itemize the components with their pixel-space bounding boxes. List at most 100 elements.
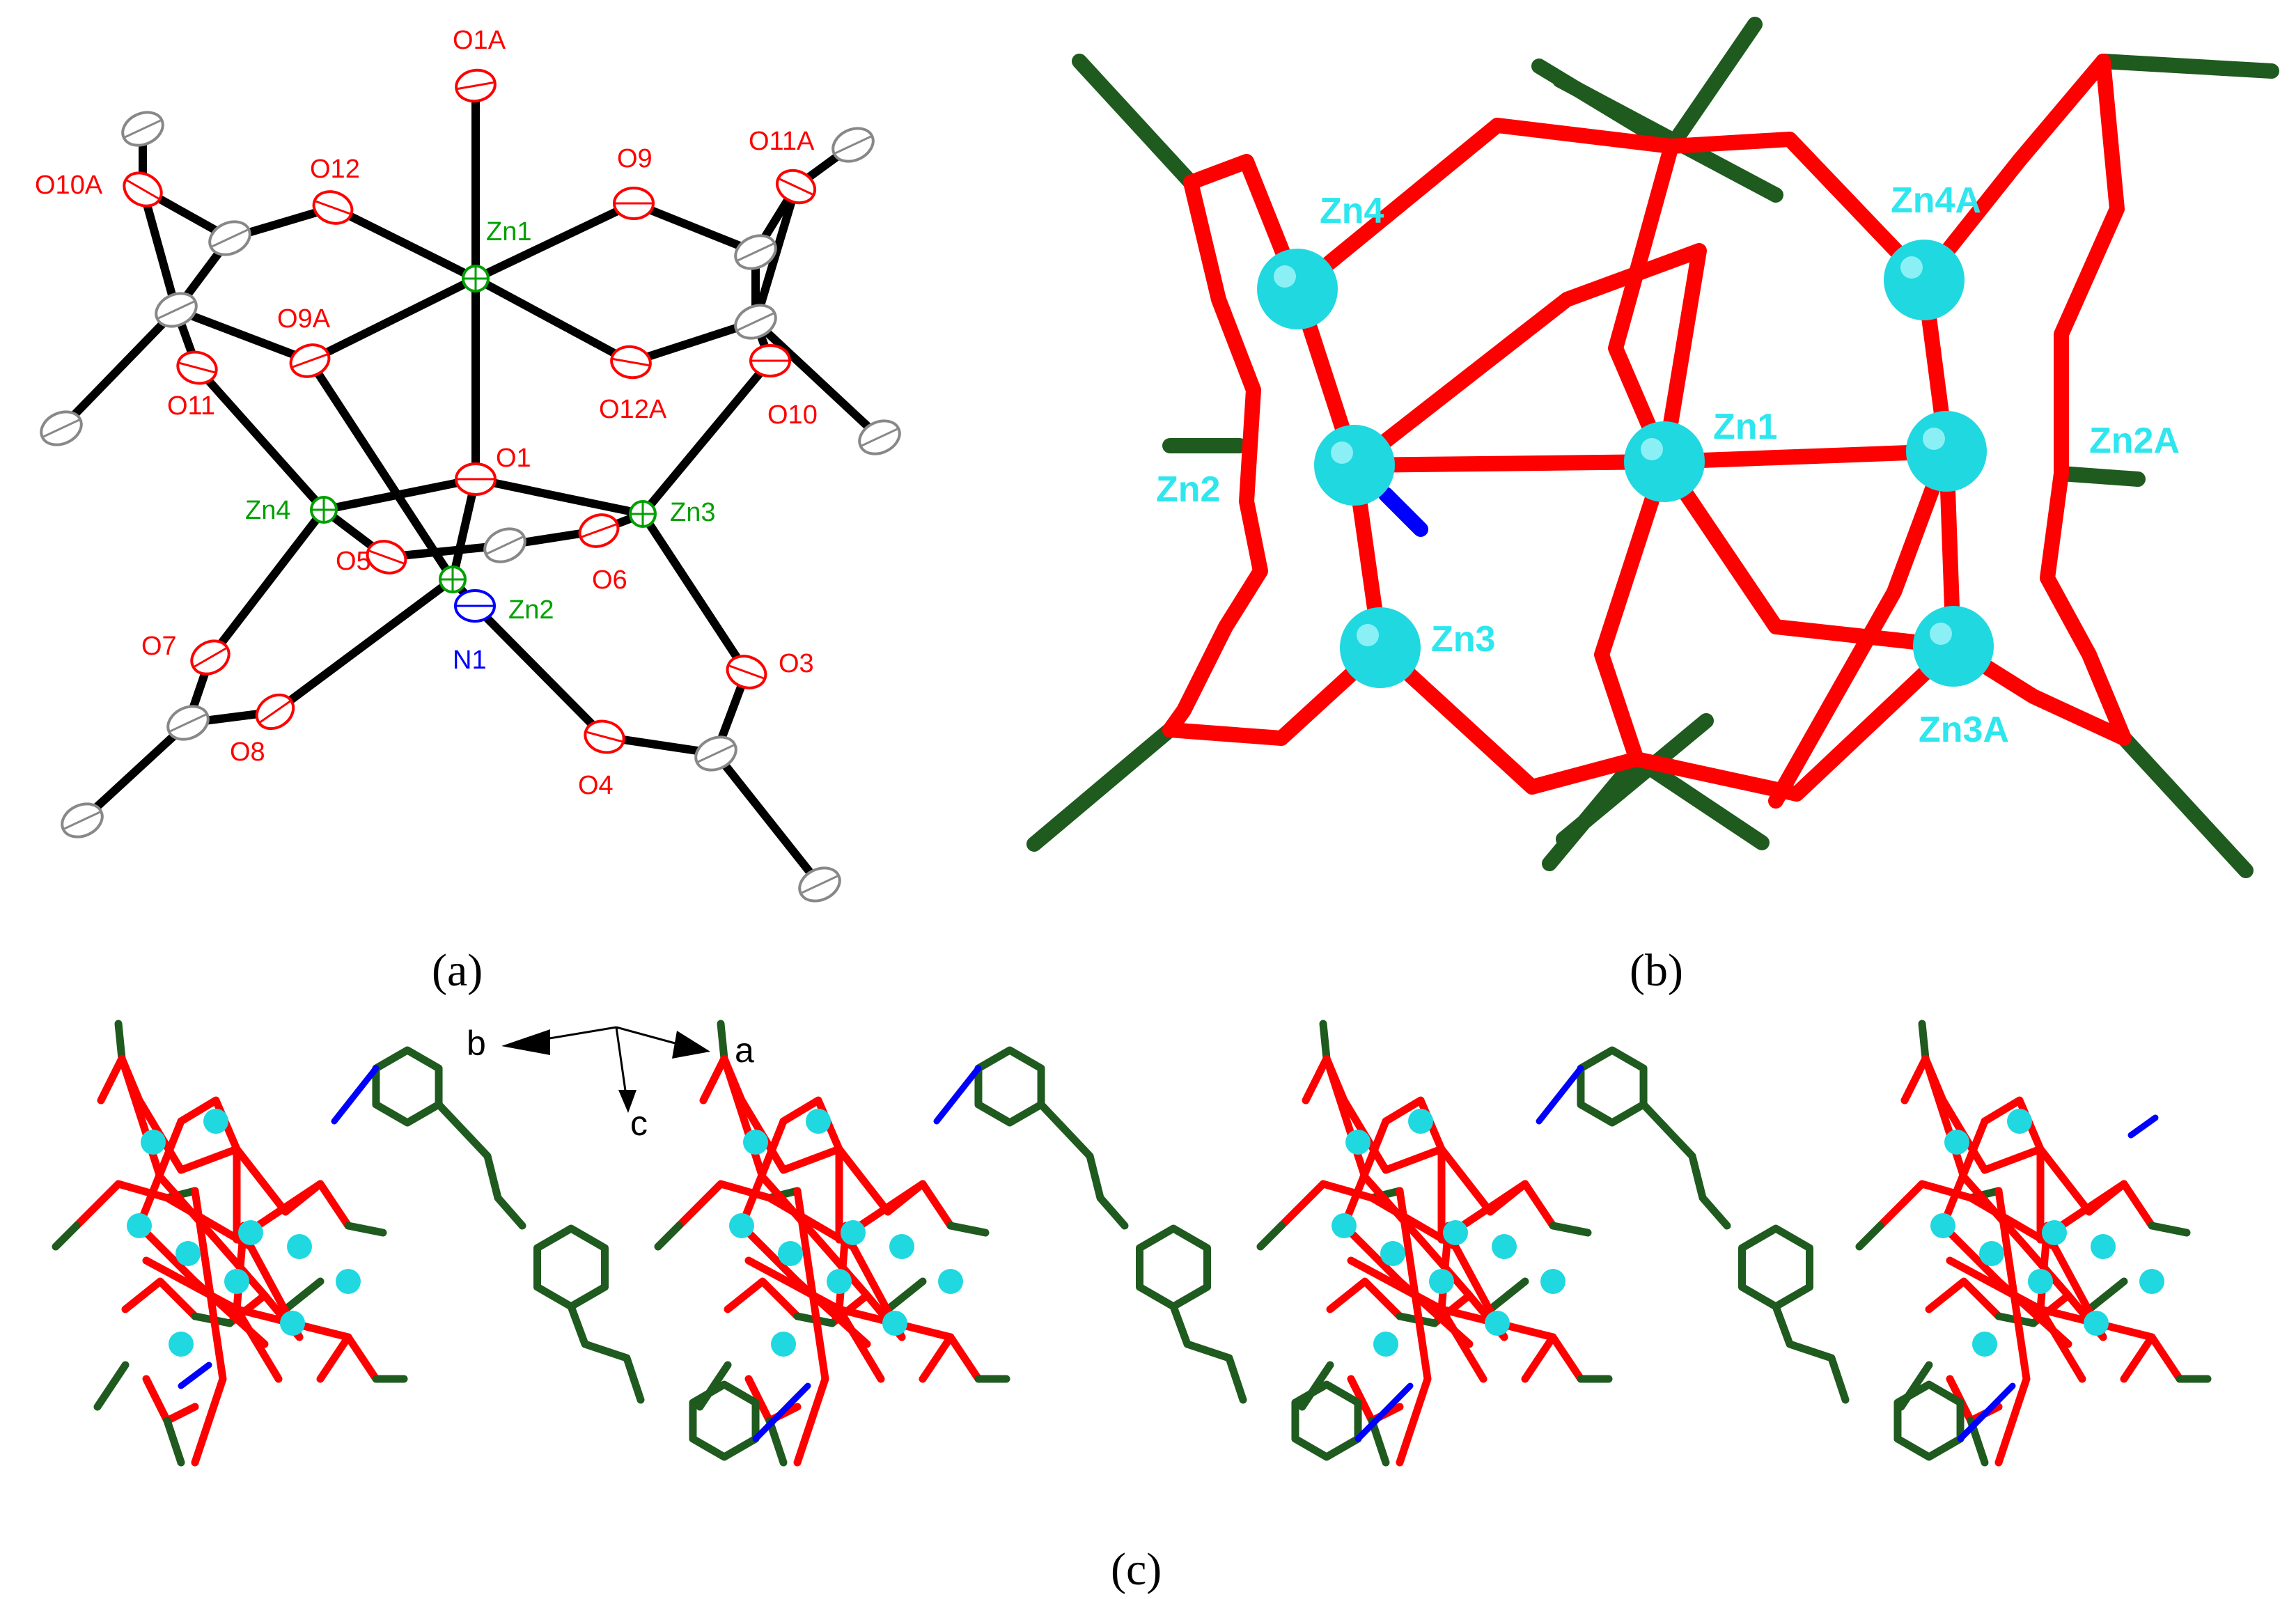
c-cluster-0-methyl [93, 1361, 130, 1411]
b-carboxylate [1162, 640, 1388, 746]
bond-Zn1-O9 [471, 199, 638, 283]
c-cluster-0-zinc-ball [280, 1311, 305, 1336]
atom-O5-axis [369, 549, 404, 565]
atom-O6-axis [581, 523, 616, 538]
label-b-Zn3A: Zn3A [1919, 710, 2009, 750]
c-cluster-3-methyl [2148, 1222, 2191, 1237]
atom-O3-axis [729, 664, 764, 680]
c-linker-0-n-bond [331, 1065, 380, 1125]
bond-O11-Zn4 [193, 364, 328, 514]
atom-O1A-axis [458, 81, 494, 90]
c-cluster-1-methyl [717, 1020, 728, 1063]
label-b-Zn4A: Zn4A [1891, 180, 1981, 221]
caption-a: (a) [432, 945, 483, 996]
bond-C12-C13 [712, 749, 824, 889]
atom-C10-axis [169, 713, 207, 733]
atom-C1-axis [124, 119, 162, 139]
panel-b-ball-and-stick: Zn4 Zn4A Zn1 Zn2 Zn2A Zn3 Zn3A (b) [1026, 17, 2279, 996]
label-O3: O3 [779, 649, 814, 678]
axis-c-label: c [630, 1104, 648, 1143]
label-O11A: O11A [749, 127, 815, 156]
label-Zn1: Zn1 [486, 217, 531, 247]
c-cluster-0-methyl [281, 1277, 325, 1313]
c-cluster-2-zinc-ball [1408, 1109, 1433, 1134]
label-b-Zn3: Zn3 [1431, 619, 1495, 660]
c-cluster-0-zinc-ball [141, 1130, 166, 1155]
b-zinc-ball-highlight [1930, 623, 1952, 645]
c-terminal-n [178, 1362, 212, 1389]
b-zinc-ball-Zn4A [1884, 240, 1965, 320]
axis-b-arrowhead [501, 1029, 550, 1055]
axis-a-label: a [735, 1031, 754, 1070]
c-cluster-2-bonds [1340, 1117, 1474, 1348]
b-nitrogen-stick [1378, 487, 1428, 537]
c-cluster-2-zinc-ball [1345, 1130, 1370, 1155]
b-zinc-ball-Zn1 [1624, 421, 1705, 502]
c-cluster-3-zinc-ball [2028, 1269, 2053, 1294]
bond-O10A-C3 [139, 185, 180, 314]
c-cluster-3-zinc-ball [1972, 1332, 1997, 1357]
bond-C3-C4 [57, 306, 180, 432]
label-Zn2: Zn2 [508, 595, 554, 625]
b-carboxylate [1162, 175, 1268, 738]
caption-c: (c) [1111, 1544, 1162, 1595]
label-Zn3: Zn3 [670, 498, 715, 527]
b-carboxylate [1629, 639, 1961, 802]
c-cluster-1-zinc-ball [771, 1332, 796, 1357]
c-cluster-1-zinc-ball [841, 1220, 866, 1245]
c-cluster-0-zinc-ball [203, 1109, 228, 1134]
c-linker-2-ch2-bottom [1772, 1302, 1850, 1404]
panel-a-ortep-diagram: O1A O12 O9 O10A O11A Zn1 O9A O11 O12A O1… [35, 26, 901, 996]
atom-C12-axis [697, 744, 735, 763]
b-carboxylate [1916, 54, 2111, 288]
bond-O1-Zn3 [471, 475, 647, 518]
c-cluster-0-methyl [114, 1020, 126, 1063]
c-cluster-2-carboxylate [1326, 1277, 1404, 1320]
c-cluster-1-zinc-ball [806, 1109, 831, 1134]
b-carboxylate [1664, 132, 1932, 288]
atom-C6-axis [737, 242, 774, 262]
b-carboxylate [1373, 640, 1644, 795]
label-O9A: O9A [277, 304, 331, 334]
c-cluster-3-methyl [1855, 1222, 1884, 1251]
atom-O9A-axis [292, 353, 327, 368]
c-cluster-0-methyl [52, 1222, 81, 1251]
c-linker-0-pyridine-top [372, 1046, 443, 1127]
label-O7: O7 [141, 632, 177, 661]
b-core-bonds [1657, 454, 1961, 654]
c-linker-0-pyridine-bottom [689, 1380, 760, 1461]
b-zinc-ball-highlight [1923, 428, 1945, 450]
label-b-Zn4: Zn4 [1320, 191, 1384, 231]
c-cluster-2-methyl [1486, 1277, 1529, 1313]
c-cluster-2-bonds [1396, 1187, 1432, 1467]
label-O8: O8 [230, 738, 265, 767]
b-zinc-ball-Zn2 [1314, 425, 1395, 506]
c-cluster-1-zinc-ball [729, 1213, 754, 1238]
label-b-Zn1: Zn1 [1713, 407, 1777, 447]
bond-N1-O4 [471, 602, 609, 741]
c-cluster-0-zinc-ball [175, 1241, 201, 1266]
label-O1: O1 [496, 444, 531, 473]
b-methyl [2116, 731, 2254, 878]
c-cluster-3-zinc-ball [2084, 1311, 2109, 1336]
c-cluster-0-bonds [191, 1187, 227, 1467]
panel-a-atoms [40, 68, 901, 903]
c-linker-1-ch2-top [1037, 1100, 1129, 1230]
bond-O8-Zn2 [271, 575, 457, 716]
label-O4: O4 [578, 771, 614, 800]
c-cluster-2-zinc-ball [1429, 1269, 1454, 1294]
c-linker-0-ch2-top [435, 1100, 526, 1230]
c-terminal-n [2127, 1114, 2159, 1139]
b-core-bonds [1768, 444, 1954, 809]
c-cluster-0-carboxylate [316, 1333, 380, 1383]
label-O5: O5 [336, 547, 371, 576]
caption-b: (b) [1630, 945, 1683, 996]
c-cluster-2-zinc-ball [1373, 1332, 1398, 1357]
bond-O1-Zn2 [448, 475, 480, 584]
c-cluster-3-zinc-ball [2007, 1109, 2032, 1134]
c-cluster-1-methyl [654, 1222, 683, 1251]
c-cluster-2-methyl [1549, 1222, 1592, 1237]
c-cluster-3-methyl [1918, 1020, 1930, 1063]
b-core-bonds [1347, 243, 1707, 473]
